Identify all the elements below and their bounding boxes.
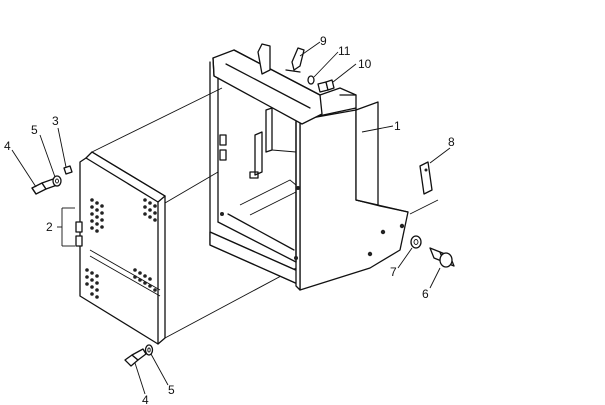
leader-lines (11, 41, 451, 395)
callout-4-upper: 4 (4, 139, 11, 153)
callout-7: 7 (390, 265, 397, 279)
callout-2: 2 (46, 220, 53, 234)
washer-lower (144, 344, 154, 356)
vent-pattern-lower-left (85, 268, 99, 299)
callout-10: 10 (358, 57, 372, 71)
clip-part-9 (285, 47, 305, 73)
bolt-lower (124, 348, 147, 367)
bracket-part-8 (419, 161, 433, 195)
vent-pattern-upper-left (90, 198, 104, 233)
callout-1: 1 (394, 119, 401, 133)
vent-pattern-upper-right (143, 198, 157, 222)
callout-labels: 1 2 3 4 5 4 5 6 7 8 9 10 11 (4, 34, 455, 405)
callout-3: 3 (52, 114, 59, 128)
frame-part-1 (209, 43, 409, 291)
callout-5-upper: 5 (31, 123, 38, 137)
callout-4-lower: 4 (142, 393, 149, 405)
callout-8: 8 (448, 135, 455, 149)
callout-6: 6 (422, 287, 429, 301)
nut-part-3 (63, 165, 73, 175)
callout-5-lower: 5 (168, 383, 175, 397)
bolt-right-part-6 (429, 247, 455, 268)
callout-9: 9 (320, 34, 327, 48)
callout-11: 11 (338, 44, 351, 58)
side-cover-panel (75, 151, 166, 345)
projection-lines (91, 87, 297, 339)
washer-part-11 (307, 75, 315, 85)
washer-part-7 (410, 235, 422, 249)
vent-pattern-lower-right (133, 268, 157, 292)
bolt-part-10 (317, 79, 335, 93)
washer-upper-left (52, 175, 62, 187)
